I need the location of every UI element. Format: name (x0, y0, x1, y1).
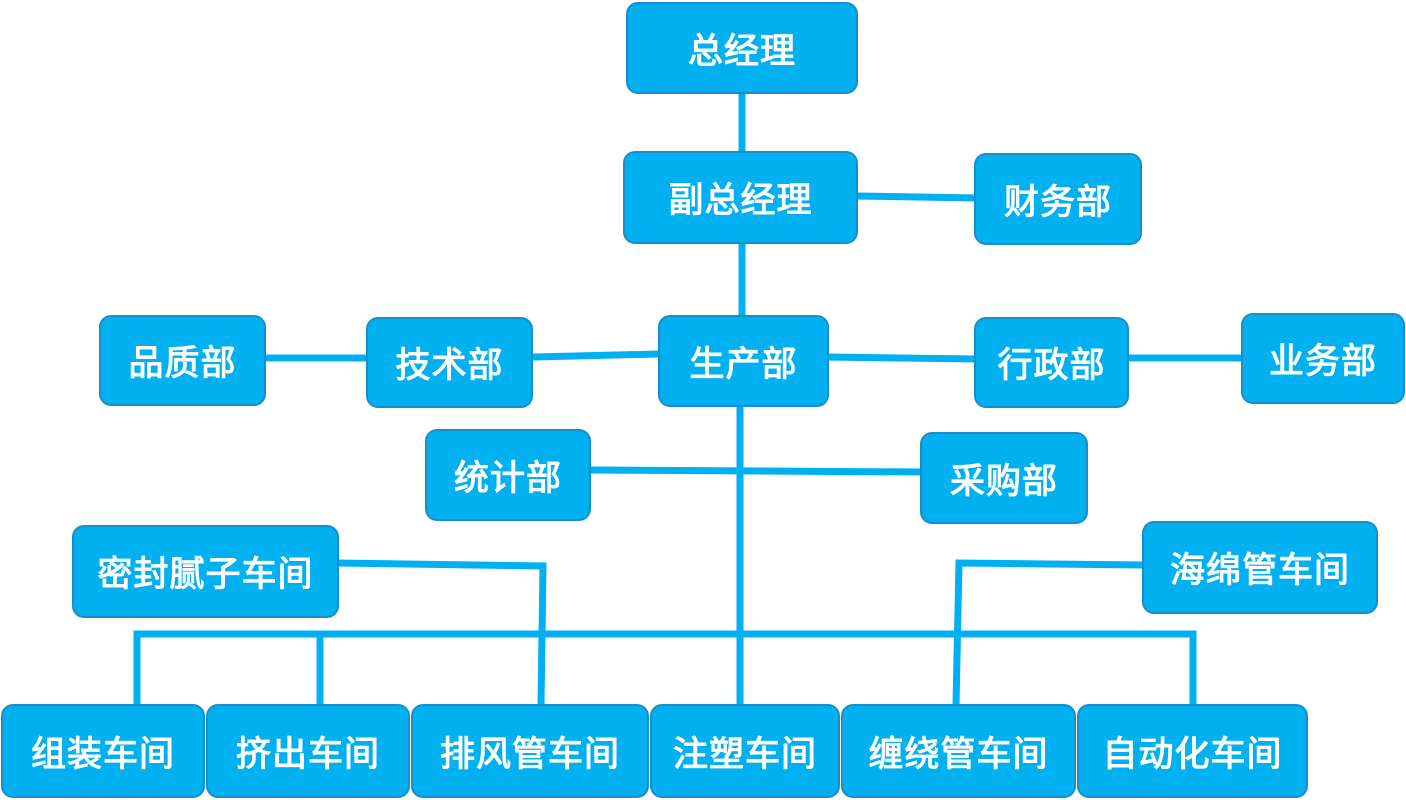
node-technology: 技术部 (366, 317, 533, 408)
node-injection-workshop: 注塑车间 (650, 704, 840, 798)
node-sealant-workshop: 密封腻子车间 (72, 525, 339, 618)
line-production-technology (529, 350, 663, 361)
node-production: 生产部 (658, 315, 829, 407)
line-statistics-purchasing (586, 466, 925, 476)
node-purchasing: 采购部 (920, 432, 1088, 524)
line-sealant-exhaust (334, 559, 547, 709)
node-admin: 行政部 (974, 317, 1129, 408)
node-deputy-general-manager: 副总经理 (623, 151, 858, 244)
node-business: 业务部 (1241, 313, 1405, 404)
node-extrusion-workshop: 挤出车间 (206, 704, 410, 798)
node-general-manager: 总经理 (626, 2, 858, 94)
node-assembly-workshop: 组装车间 (1, 704, 205, 798)
node-sponge-workshop: 海绵管车间 (1142, 521, 1378, 614)
node-finance: 财务部 (974, 153, 1142, 245)
node-statistics: 统计部 (425, 429, 591, 521)
line-production-admin (824, 353, 979, 363)
node-automation-workshop: 自动化车间 (1077, 704, 1308, 798)
node-exhaust-pipe-workshop: 排风管车间 (411, 704, 649, 798)
line-sponge-winding (952, 559, 1147, 709)
node-winding-pipe-workshop: 缠绕管车间 (841, 704, 1076, 798)
line-dgm-finance (853, 192, 979, 202)
node-quality: 品质部 (99, 315, 266, 406)
